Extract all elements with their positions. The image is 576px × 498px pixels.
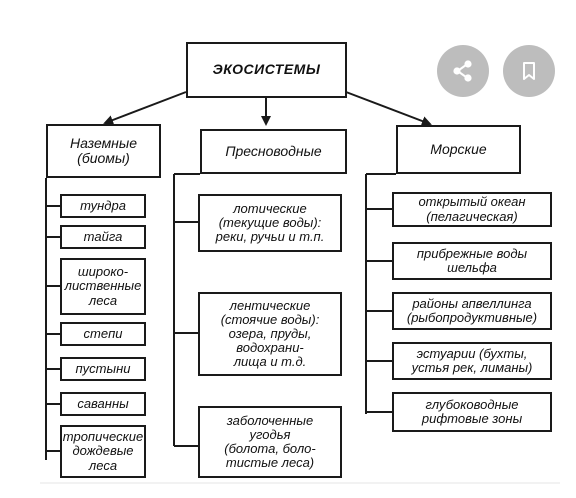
item-label: заболоченные угодья (болота, боло- тисты…: [224, 412, 316, 471]
terrestrial-header-box: Наземные (биомы): [46, 124, 161, 178]
ecosystems-title: ЭКОСИСТЕМЫ: [212, 61, 321, 78]
marine-item-deep-sea-rift: глубоководные рифтовые зоны: [392, 392, 552, 432]
item-label: тайга: [83, 228, 123, 244]
share-button[interactable]: [437, 45, 489, 97]
arrow-to-marine: [345, 91, 432, 126]
freshwater-item-lotic: лотические (текущие воды): реки, ручьи и…: [198, 194, 342, 252]
marine-header-box: Морские: [396, 125, 521, 174]
marine-item-coastal-shelf: прибрежные воды шельфа: [392, 242, 552, 280]
item-label: прибрежные воды шельфа: [416, 245, 528, 275]
terrestrial-item-broadleaf-forest: широко- лиственные леса: [60, 258, 146, 315]
terrestrial-item-savanna: саванны: [60, 392, 146, 416]
marine-header: Морские: [430, 140, 487, 157]
terrestrial-item-rainforest: тропические дождевые леса: [60, 425, 146, 478]
marine-item-estuaries: эстуарии (бухты, устья рек, лиманы): [392, 342, 552, 380]
item-label: саванны: [77, 395, 129, 411]
item-label: районы апвеллинга (рыбопродуктивные): [406, 295, 538, 325]
terrestrial-item-tundra: тундра: [60, 194, 146, 218]
terrestrial-item-steppe: степи: [60, 322, 146, 346]
marine-item-upwelling: районы апвеллинга (рыбопродуктивные): [392, 292, 552, 330]
arrow-to-terrestrial: [103, 91, 187, 125]
freshwater-header-box: Пресноводные: [200, 129, 347, 174]
marine-item-open-ocean: открытый океан (пелагическая): [392, 192, 552, 227]
share-icon: [453, 60, 472, 82]
item-label: тундра: [80, 197, 126, 213]
freshwater-item-wetlands: заболоченные угодья (болота, боло- тисты…: [198, 406, 342, 478]
item-label: глубоководные рифтовые зоны: [421, 396, 523, 426]
item-label: лотические (текущие воды): реки, ручьи и…: [215, 200, 325, 245]
item-label: лентические (стоячие воды): озера, пруды…: [220, 297, 320, 370]
ecosystems-title-box: ЭКОСИСТЕМЫ: [186, 42, 347, 98]
item-label: открытый океан (пелагическая): [418, 194, 526, 224]
item-label: степи: [83, 325, 123, 341]
bookmark-icon: [523, 62, 535, 80]
terrestrial-item-taiga: тайга: [60, 225, 146, 249]
terrestrial-header: Наземные (биомы): [70, 134, 137, 166]
bookmark-button[interactable]: [503, 45, 555, 97]
freshwater-header: Пресноводные: [225, 142, 322, 159]
item-label: эстуарии (бухты, устья рек, лиманы): [411, 345, 533, 375]
freshwater-item-lentic: лентические (стоячие воды): озера, пруды…: [198, 292, 342, 376]
item-label: пустыни: [75, 360, 131, 376]
terrestrial-item-desert: пустыни: [60, 357, 146, 381]
item-label: тропические дождевые леса: [62, 429, 144, 473]
item-label: широко- лиственные леса: [64, 264, 142, 308]
